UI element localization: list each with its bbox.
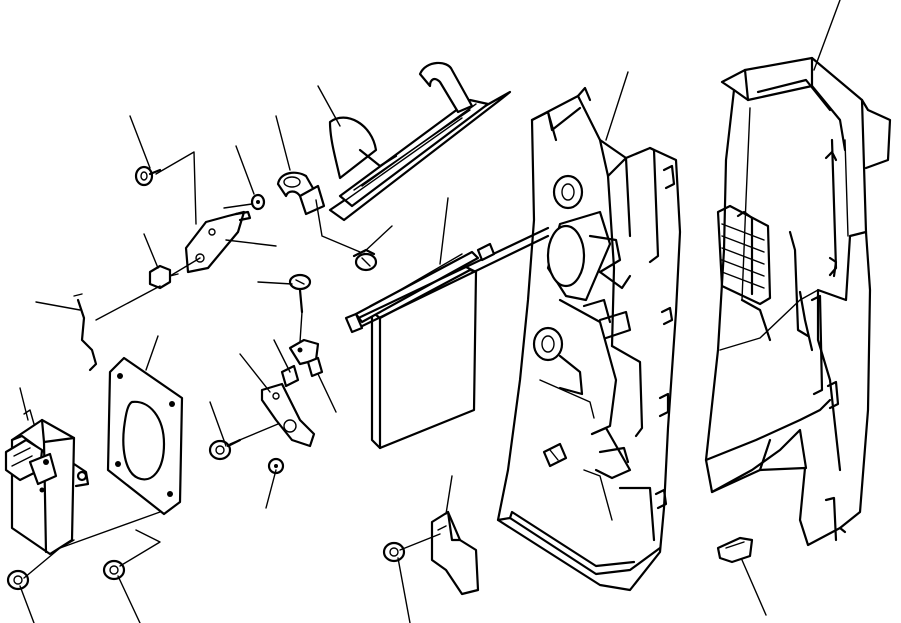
spring-wire [73,293,98,372]
bolt-upper-left [134,165,162,187]
link-plate-upper [184,210,252,274]
damper-flap [328,61,512,222]
bracket-small [288,338,320,366]
louver-grille [716,204,772,306]
housing-front [496,86,682,592]
nut-lower [267,457,285,475]
leader-lines [19,0,841,623]
air-spigot-upper [552,174,584,210]
pipe-clamp [430,510,480,596]
bracket-upper [276,171,326,216]
connecting-rod [344,226,550,334]
hose-clip [716,536,754,564]
pin-center [280,364,300,388]
air-spigot-lower [532,326,584,396]
nut-hex-left [148,264,179,290]
bolt-bottom-2 [102,559,126,581]
assembly-lines [23,151,441,579]
link-plate-lower [260,382,316,448]
actuator-motor [4,409,90,556]
nut-upper [250,193,266,211]
mounting-gasket [106,356,184,516]
screw-center [288,273,312,314]
air-port-large [546,210,632,302]
housing-rear [704,56,892,547]
pin-center-2 [306,356,324,378]
bolt-bottom-1 [6,569,30,591]
filter-element [354,250,480,450]
screw-flap [352,248,378,272]
bolt-bottom-3 [382,541,406,563]
